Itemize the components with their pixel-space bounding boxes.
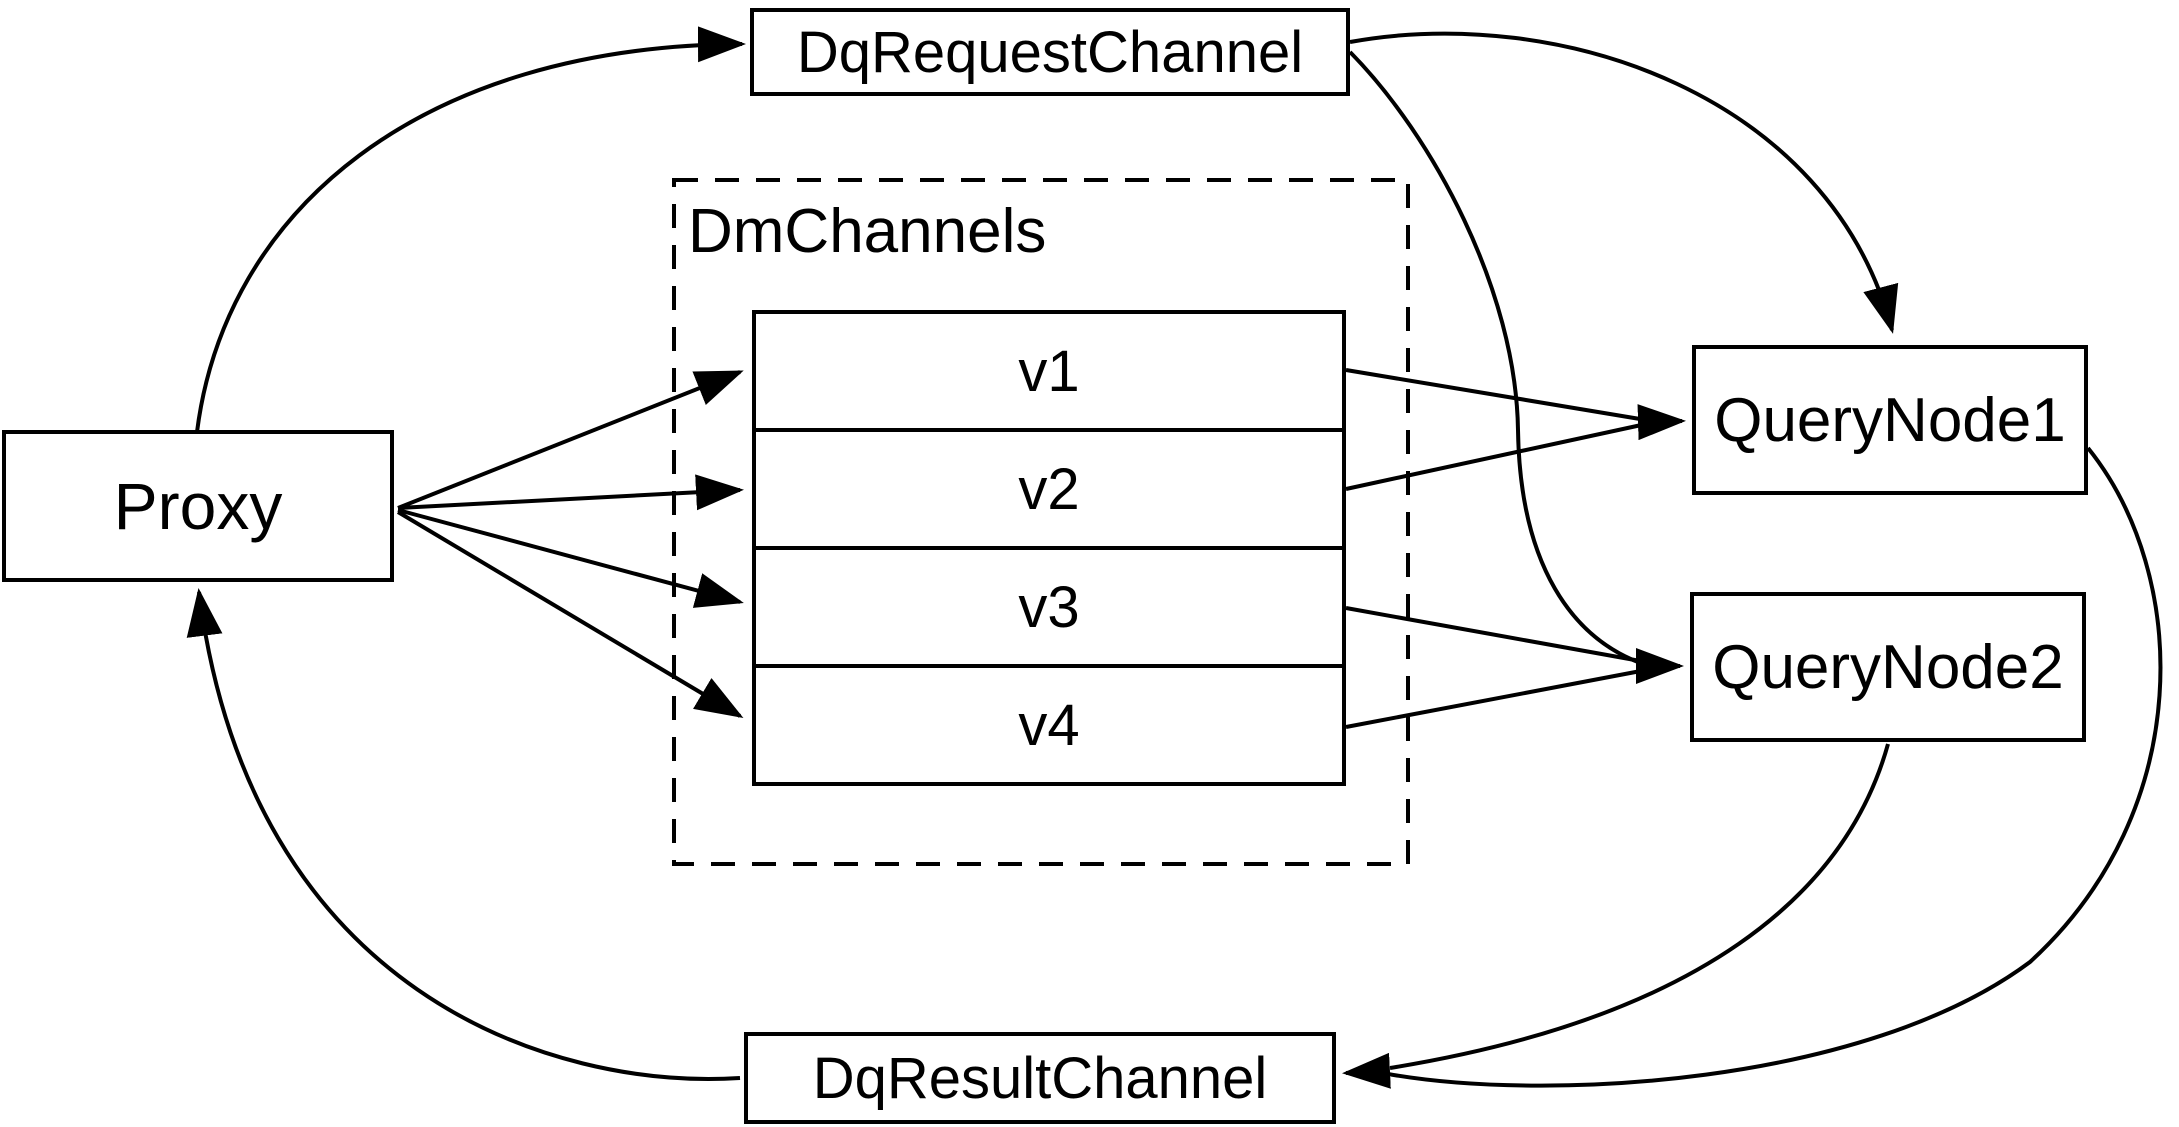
channel-row-v1: v1 bbox=[756, 314, 1342, 432]
channel-row-v4: v4 bbox=[756, 668, 1342, 782]
edge-dqrequestchannel-to-querynode1 bbox=[1349, 31, 1899, 334]
node-proxy: Proxy bbox=[2, 430, 394, 582]
node-dqrequestchannel-label: DqRequestChannel bbox=[796, 19, 1304, 85]
node-querynode2: QueryNode2 bbox=[1690, 592, 2086, 742]
node-querynode1: QueryNode1 bbox=[1692, 345, 2088, 495]
channel-row-v3: v3 bbox=[756, 550, 1342, 668]
edge-querynode2-to-dqresultchannel bbox=[1389, 743, 1890, 1070]
node-querynode2-label: QueryNode2 bbox=[1712, 632, 2064, 702]
edge-proxy-to-v2 bbox=[397, 474, 744, 511]
edge-proxy-to-v4 bbox=[396, 510, 744, 719]
node-querynode1-label: QueryNode1 bbox=[1714, 385, 2066, 455]
edge-v4-to-querynode2 bbox=[1345, 668, 1647, 729]
edge-v1-to-querynode1 bbox=[1345, 368, 1647, 422]
edge-arrow-into-dqresultchannel bbox=[1342, 1052, 1391, 1089]
channel-row-v2: v2 bbox=[756, 432, 1342, 550]
dm-channel-stack: v1 v2 v3 v4 bbox=[752, 310, 1346, 786]
edge-arrow-into-querynode1 bbox=[1637, 404, 1686, 441]
node-dqrequestchannel: DqRequestChannel bbox=[750, 8, 1350, 96]
edge-querynode1-to-dqresultchannel bbox=[1387, 446, 2163, 1088]
edge-dqresultchannel-to-proxy bbox=[186, 588, 741, 1081]
node-proxy-label: Proxy bbox=[113, 469, 283, 543]
dm-channels-group-label: DmChannels bbox=[688, 197, 1047, 266]
edge-proxy-to-v1 bbox=[397, 370, 744, 510]
edge-v2-to-querynode1 bbox=[1345, 422, 1647, 491]
edge-proxy-to-dqrequestchannel bbox=[195, 26, 746, 433]
node-dqresultchannel: DqResultChannel bbox=[744, 1032, 1336, 1124]
edge-v3-to-querynode2 bbox=[1345, 606, 1647, 664]
node-dqresultchannel-label: DqResultChannel bbox=[812, 1045, 1268, 1111]
edge-dqrequestchannel-to-querynode2 bbox=[1348, 50, 1647, 667]
edge-proxy-to-v3 bbox=[397, 508, 744, 608]
